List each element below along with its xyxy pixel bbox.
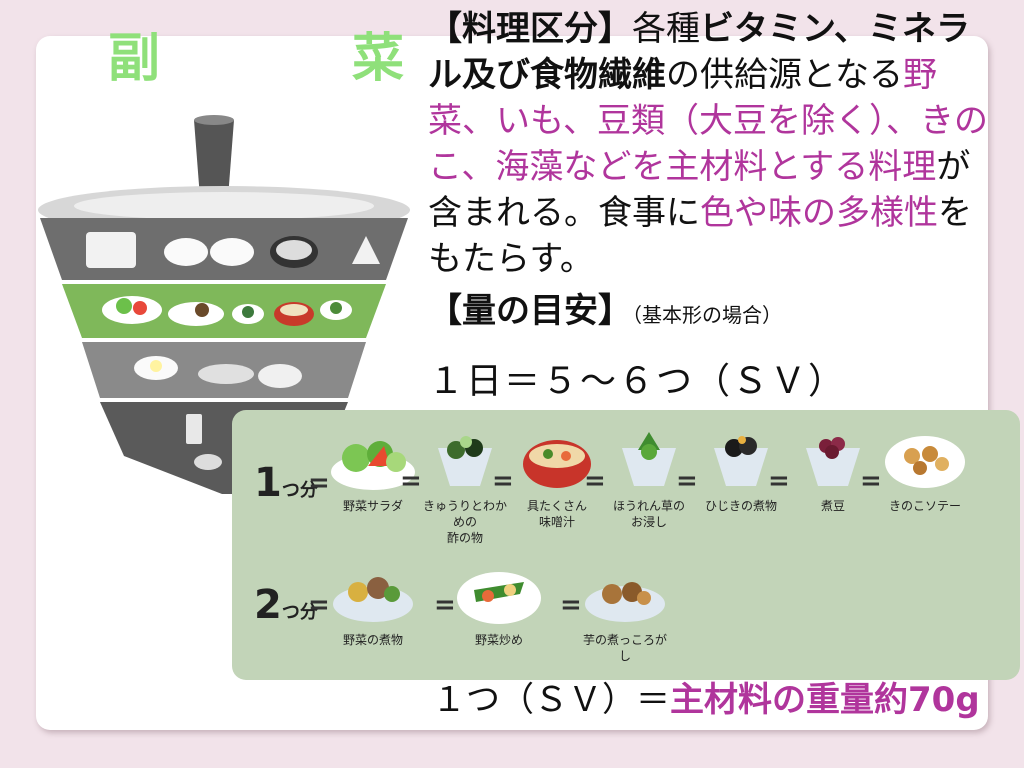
desc-text-5: が含まれる。食事に — [428, 147, 971, 233]
dish-item: 野菜の煮物 — [328, 560, 418, 648]
equals-sign: = — [584, 466, 606, 496]
dish-label: 芋の煮っころがし — [582, 633, 667, 663]
row1-number: 1 — [254, 460, 282, 506]
spinach-ohitashi-icon — [622, 432, 676, 486]
amount-bracket: 【量の目安】 — [428, 291, 632, 331]
equals-sign: = — [400, 466, 422, 496]
dish-item: ほうれん草の お浸し — [604, 426, 694, 530]
dish-item: きのこソテー — [880, 426, 970, 514]
dish-item: 野菜サラダ — [328, 426, 418, 514]
water-cup-icon — [194, 120, 234, 198]
category-bracket: 【料理区分】 — [428, 9, 632, 49]
equals-sign: = — [560, 590, 582, 620]
cucumber-wakame-bowl-icon — [438, 436, 492, 486]
row2-equals: = — [308, 590, 330, 620]
dish-label: 煮豆 — [820, 499, 845, 513]
simmered-vegetables-icon — [333, 577, 413, 622]
dish-label: きのこソテー — [888, 499, 961, 513]
ingredients-highlight: 野菜、いも、豆類（大豆を除く）、きのこ、海藻などを主材料とする料理 — [428, 55, 988, 187]
equals-sign: = — [434, 590, 456, 620]
simmered-beans-icon — [806, 437, 860, 486]
serving-examples-panel: 1つ分 = 野菜サラダ=きゅうりとわかめの 酢の物=具たくさん 味噌汁=ほうれん… — [232, 410, 1020, 680]
row1-equals: = — [308, 468, 330, 498]
serving-weight-note: １つ（ＳＶ）＝主材料の重量約70g — [432, 672, 980, 721]
row2-number: 2 — [254, 582, 282, 628]
food-guide-pyramid — [36, 110, 416, 500]
dish-label: 野菜の煮物 — [342, 633, 403, 647]
row2-label: 2つ分 — [254, 582, 318, 628]
salad-bowl-icon — [331, 441, 415, 490]
dish-item: 具たくさん 味噌汁 — [512, 426, 602, 530]
row1-unit: つ分 — [281, 480, 318, 501]
serving-weight-highlight: 主材料の重量約70g — [670, 680, 980, 720]
hijiki-bowl-icon — [714, 436, 768, 486]
dish-item: ひじきの煮物 — [696, 426, 786, 514]
nutrient-emphasis: ビタミン、ミネラル及び食物繊維 — [428, 9, 970, 95]
dish-item: きゅうりとわかめの 酢の物 — [420, 426, 510, 546]
daily-amount: １日＝５～６つ（ＳＶ） — [428, 361, 847, 402]
amount-heading: 【量の目安】（基本形の場合） — [428, 288, 988, 338]
desc-text-3: の供給源となる — [666, 55, 903, 95]
page-title: 副 菜 — [108, 29, 475, 89]
desc-text-7: をもたらす。 — [428, 193, 972, 279]
description-block: 【料理区分】各種ビタミン、ミネラル及び食物繊維の供給源となる野菜、いも、豆類（大… — [428, 6, 988, 338]
variety-highlight: 色や味の多様性 — [700, 193, 938, 233]
dish-item: 野菜炒め — [454, 560, 544, 648]
miso-soup-icon — [523, 440, 591, 488]
dish-item: 煮豆 — [788, 426, 878, 514]
serving-weight-prefix: １つ（ＳＶ）＝ — [432, 680, 670, 720]
equals-sign: = — [860, 466, 882, 496]
row2-unit: つ分 — [281, 602, 318, 623]
dish-label: 野菜炒め — [474, 633, 523, 647]
equals-sign: = — [768, 466, 790, 496]
mushroom-saute-icon — [885, 436, 965, 488]
spinning-top-icon — [38, 115, 410, 494]
amount-note: （基本形の場合） — [632, 303, 782, 327]
dish-label: 野菜サラダ — [342, 499, 403, 513]
desc-text-1: 各種 — [632, 9, 700, 49]
dish-label: 具たくさん 味噌汁 — [526, 499, 587, 529]
equals-sign: = — [676, 466, 698, 496]
dish-label: きゅうりとわかめの 酢の物 — [422, 499, 507, 545]
dish-item: 芋の煮っころがし — [580, 560, 670, 664]
equals-sign: = — [492, 466, 514, 496]
simmered-taro-icon — [585, 582, 665, 622]
dish-label: ひじきの煮物 — [704, 499, 777, 513]
row1-label: 1つ分 — [254, 460, 318, 506]
dish-label: ほうれん草の お浸し — [612, 499, 685, 529]
stir-fried-vegetables-icon — [457, 572, 541, 624]
